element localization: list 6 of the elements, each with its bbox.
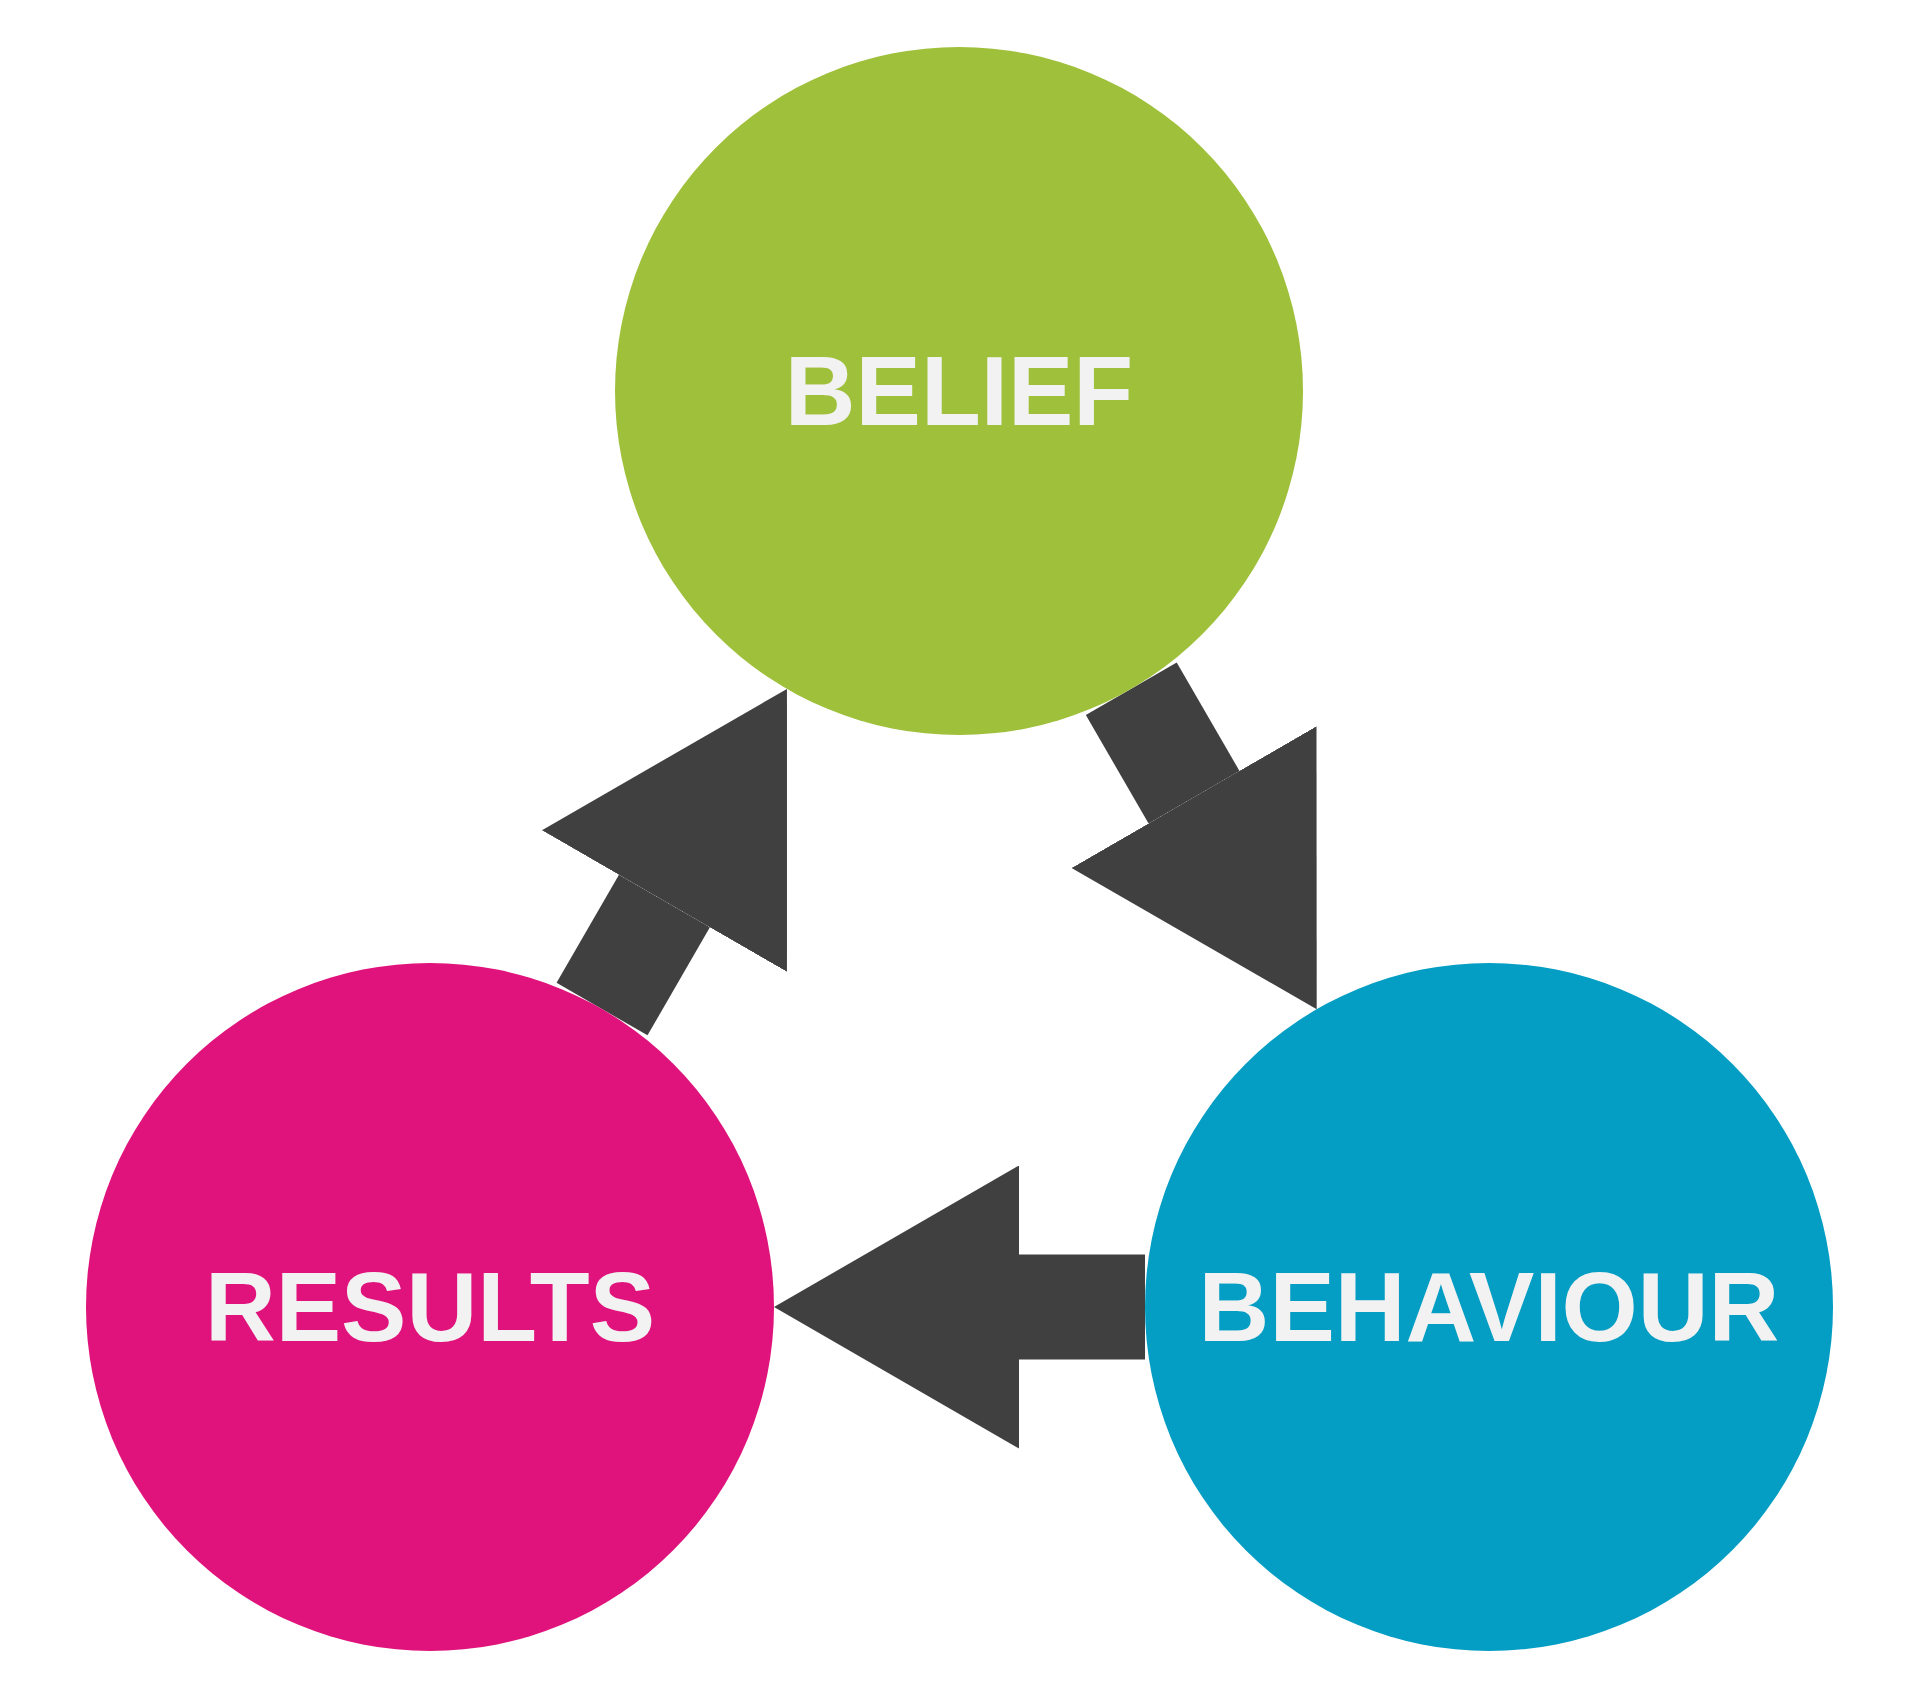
arrow: [541, 688, 787, 1036]
node-label: BEHAVIOUR: [1198, 1250, 1780, 1364]
arrow: [1071, 662, 1317, 1010]
arrow: [774, 1165, 1145, 1449]
node-label: BELIEF: [784, 334, 1134, 448]
node-label: RESULTS: [204, 1250, 656, 1364]
